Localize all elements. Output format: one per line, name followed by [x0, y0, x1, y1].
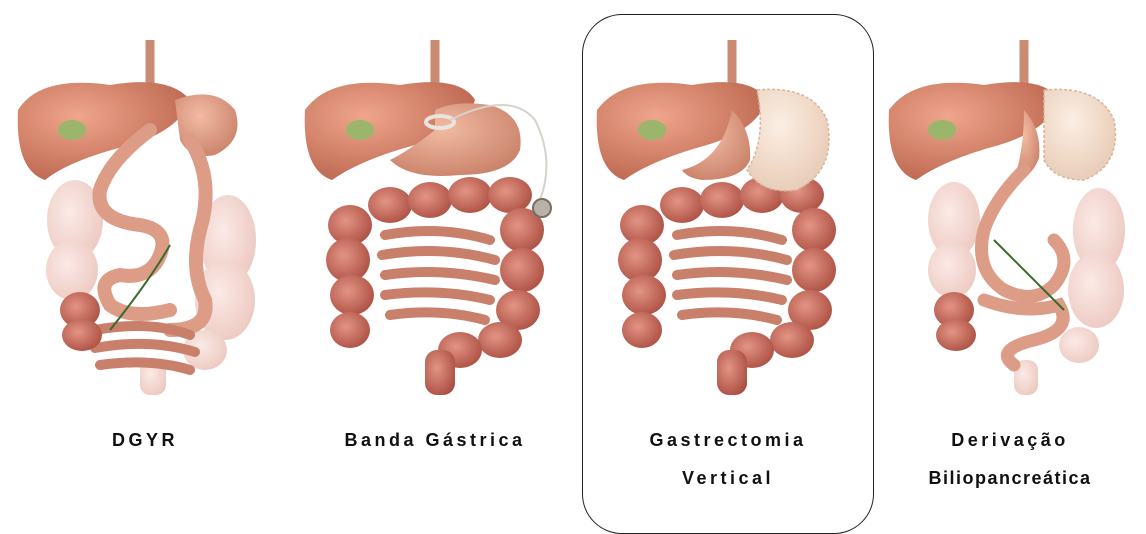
panel-derivacao-biliopancreatica: Derivação Biliopancreática — [874, 0, 1146, 493]
caption-gastrectomia-line1: Gastrectomia — [582, 430, 874, 451]
caption-dgyr: DGYR — [0, 430, 290, 451]
caption-gastrectomia-line2: Vertical — [582, 468, 874, 489]
panel-gastrectomia-vertical: Gastrectomia Vertical — [582, 0, 874, 493]
banda-gastrica-illustration — [290, 30, 580, 400]
dgyr-illustration — [0, 30, 290, 400]
derivacao-illustration — [874, 30, 1146, 400]
caption-banda-gastrica: Banda Gástrica — [290, 430, 580, 451]
panel-dgyr: DGYR — [0, 0, 290, 493]
panel-banda-gastrica: Banda Gástrica — [290, 0, 580, 493]
caption-derivacao-line1: Derivação — [874, 430, 1146, 451]
caption-derivacao-line2: Biliopancreática — [874, 468, 1146, 489]
gastrectomia-vertical-illustration — [582, 30, 874, 400]
